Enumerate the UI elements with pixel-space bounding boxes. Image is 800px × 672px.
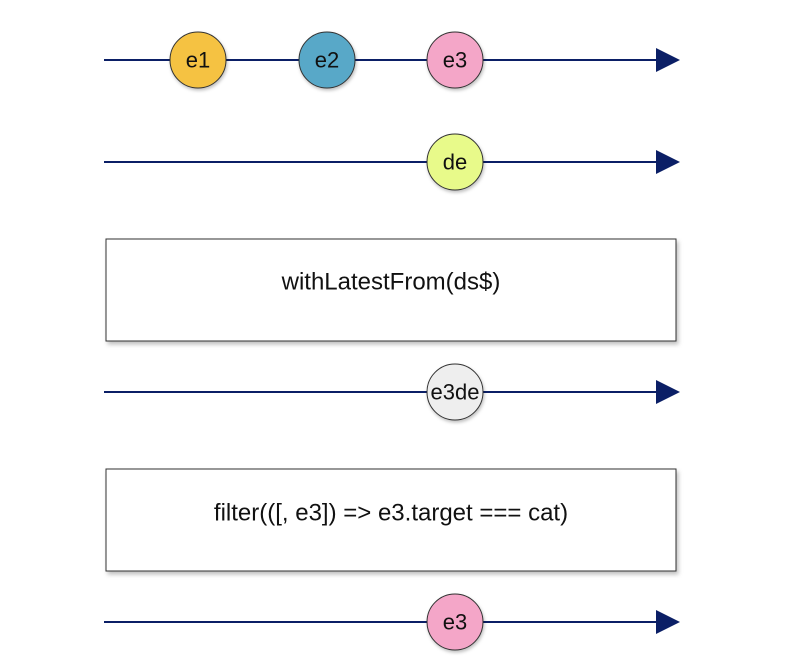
marble-e2: e2	[298, 31, 356, 89]
arrow-head-icon	[656, 610, 680, 634]
marble-label: e3	[443, 48, 467, 73]
operator-box	[105, 238, 677, 342]
marble-e3de: e3de	[426, 363, 484, 421]
arrow-head-icon	[656, 150, 680, 174]
operator-box	[105, 468, 677, 572]
operator-with-latest-from: withLatestFrom(ds$)	[105, 238, 677, 342]
marble-label: e1	[186, 48, 210, 73]
marble-label: e3de	[431, 380, 480, 405]
operator-label: filter(([, e3]) => e3.target === cat)	[214, 500, 568, 527]
stream-e: e1 e2 e3	[104, 31, 680, 89]
stream-ds: de	[104, 133, 680, 191]
marble-label: de	[443, 150, 467, 175]
marble-e1: e1	[169, 31, 227, 89]
marble-circle	[298, 31, 356, 89]
marble-circle	[426, 133, 484, 191]
stream-filter-output: e3	[104, 593, 680, 651]
marble-label: e3	[443, 610, 467, 635]
marble-circle	[426, 593, 484, 651]
marble-de: de	[426, 133, 484, 191]
marble-label: e2	[315, 48, 339, 73]
operator-filter: filter(([, e3]) => e3.target === cat)	[105, 468, 677, 572]
arrow-head-icon	[656, 380, 680, 404]
marble-e3-output: e3	[426, 593, 484, 651]
stream-with-latest-from-output: e3de	[104, 363, 680, 421]
marble-circle	[426, 31, 484, 89]
arrow-head-icon	[656, 48, 680, 72]
operator-label: withLatestFrom(ds$)	[281, 269, 501, 296]
marble-circle	[169, 31, 227, 89]
marble-e3: e3	[426, 31, 484, 89]
marble-circle	[426, 363, 484, 421]
